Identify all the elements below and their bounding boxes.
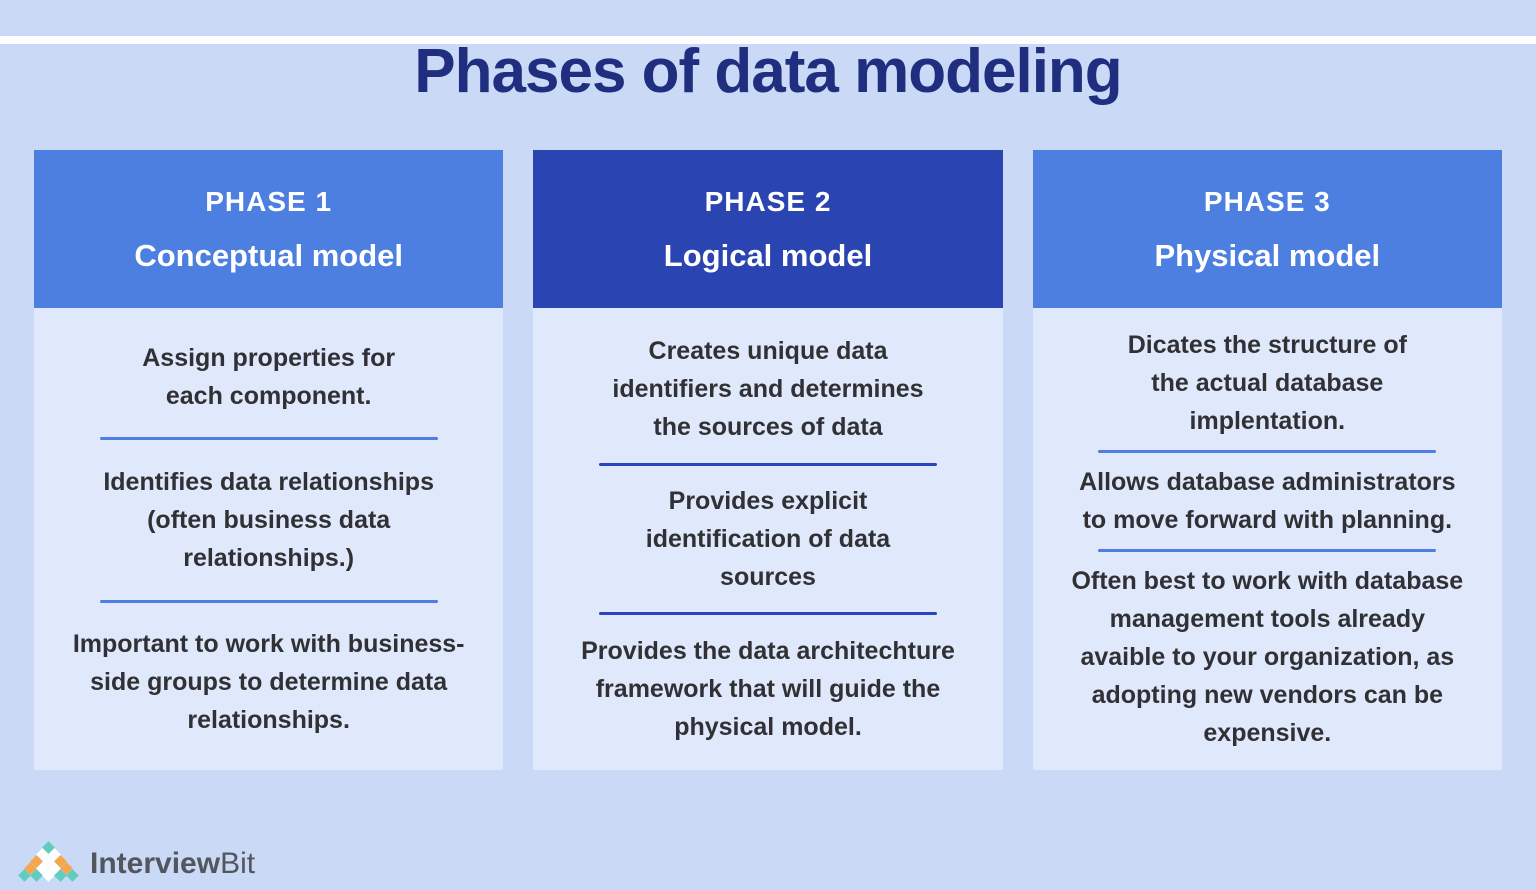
phase-1-point-2: Identifies data relationships (often bus… <box>103 467 434 572</box>
phase-2-header: PHASE 2 Logical model <box>533 150 1003 308</box>
phase-1-point-1: Assign properties for each component. <box>142 343 396 410</box>
divider <box>1098 549 1437 552</box>
phase-3-point-1: Dicates the structure of the actual data… <box>1127 331 1407 435</box>
phase-1-label: PHASE 1 <box>205 185 333 217</box>
phase-3-header: PHASE 3 Physical model <box>1032 150 1502 308</box>
phase-3-point-3: Often best to work with database managem… <box>1071 567 1464 747</box>
phase-1-body: Assign properties for each component. Id… <box>34 308 504 770</box>
phase-3-label: PHASE 3 <box>1203 185 1331 217</box>
page-title: Phases of data modeling <box>414 37 1122 106</box>
phase-2-label: PHASE 2 <box>704 185 832 217</box>
phase-2-name: Logical model <box>663 237 873 273</box>
phase-3-body: Dicates the structure of the actual data… <box>1032 308 1502 770</box>
phase-1-header: PHASE 1 Conceptual model <box>34 150 504 308</box>
phase-3-column: PHASE 3 Physical model Dicates the struc… <box>1032 150 1502 770</box>
phase-2-point-3: Provides the data architechture framewor… <box>581 636 955 741</box>
phase-3-point-2: Allows database administrators to move f… <box>1079 468 1456 534</box>
phase-1-point-3: Important to work with business- side gr… <box>72 630 465 735</box>
interviewbit-logo: InterviewBit <box>17 841 255 884</box>
phase-1-column: PHASE 1 Conceptual model Assign properti… <box>34 150 504 770</box>
interviewbit-logo-text: InterviewBit <box>90 847 255 881</box>
divider <box>99 599 438 603</box>
phase-1-name: Conceptual model <box>134 237 404 273</box>
logo-text-bit: Bit <box>220 846 256 880</box>
phase-columns: PHASE 1 Conceptual model Assign properti… <box>0 150 1536 770</box>
phase-2-point-1: Creates unique data identifiers and dete… <box>612 337 924 442</box>
top-edge-strip <box>0 36 1536 44</box>
phase-3-name: Physical model <box>1154 237 1381 273</box>
interviewbit-pyramid-icon <box>17 841 79 884</box>
divider <box>599 462 937 466</box>
phase-2-point-2: Provides explicit identification of data… <box>645 486 891 591</box>
divider <box>1098 450 1437 453</box>
logo-text-interview: Interview <box>90 846 221 880</box>
logo-diamond-row <box>17 869 79 884</box>
divider <box>99 437 438 441</box>
phase-2-column: PHASE 2 Logical model Creates unique dat… <box>533 150 1003 770</box>
phase-2-body: Creates unique data identifiers and dete… <box>533 308 1003 770</box>
divider <box>599 612 937 616</box>
